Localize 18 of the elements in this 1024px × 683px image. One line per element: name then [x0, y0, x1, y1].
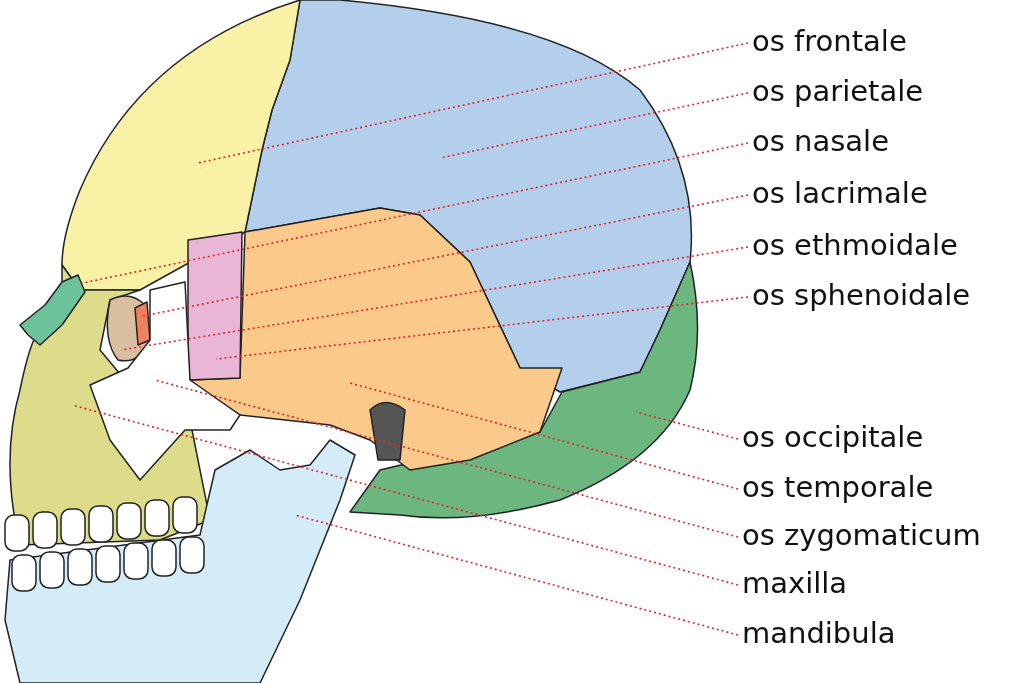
bone-label: os sphenoidale	[752, 278, 971, 312]
leader-line	[142, 194, 749, 317]
bone-label: os lacrimale	[752, 176, 928, 210]
leader-line	[294, 514, 739, 636]
bone-label: os frontale	[752, 24, 907, 58]
leader-line	[215, 296, 749, 360]
bone-label: maxilla	[742, 566, 848, 600]
leader-line	[197, 42, 749, 164]
bone-label: os temporale	[742, 470, 934, 504]
bone-label: os ethmoidale	[752, 228, 958, 262]
bone-label: os occipitale	[742, 420, 924, 454]
bone-label: mandibula	[742, 616, 896, 650]
leader-line	[349, 382, 739, 490]
bone-label: os zygomaticum	[742, 518, 981, 552]
leader-line	[154, 379, 739, 538]
bone-label: os nasale	[752, 124, 889, 158]
bone-label: os parietale	[752, 74, 924, 108]
leader-line	[635, 411, 739, 440]
